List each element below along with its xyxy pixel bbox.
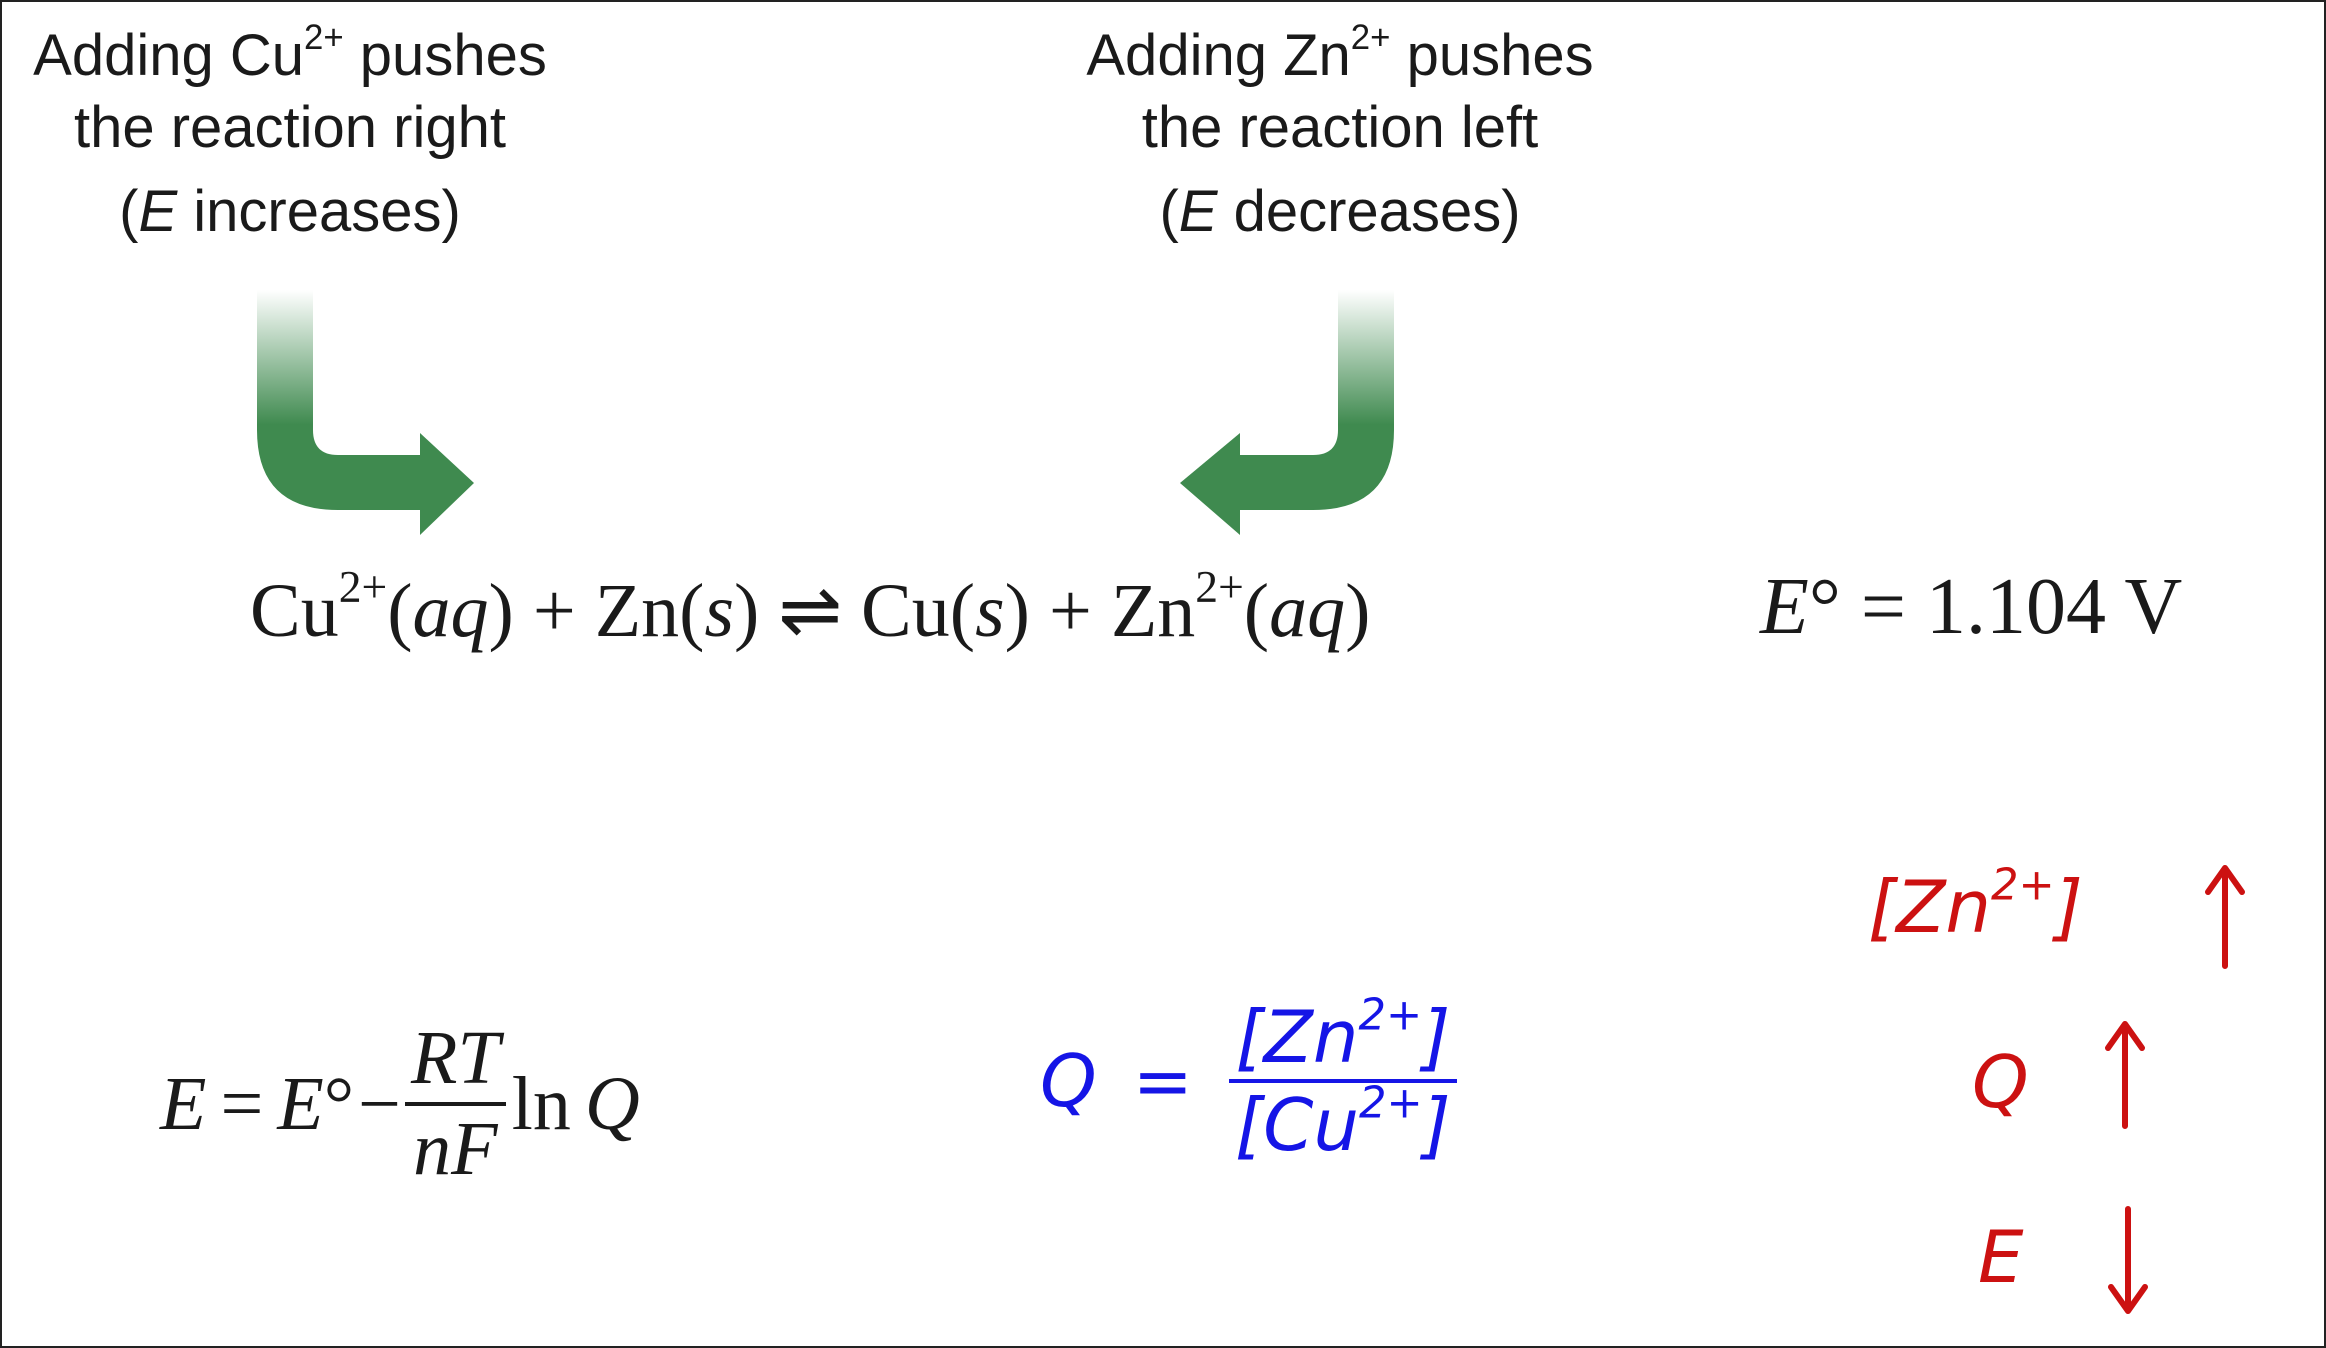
rt-over-nf-fraction: RT nF [405,1015,506,1193]
state-s: s [704,569,735,653]
nernst-equation: E = E° − RT nF ln Q [160,1015,640,1193]
zn-conc: [Zn [1868,865,1992,949]
zn-metal: Zn [594,569,680,653]
equals-sign: = [220,1061,264,1146]
q-denominator: [Cu2+] [1229,1082,1457,1167]
curved-arrow-right-icon [257,290,474,535]
cu-ion: Cu [250,569,339,653]
curved-arrow-left-icon [1180,290,1394,535]
state-aq: aq [412,569,489,653]
left-caption-line2: the reaction right [73,95,507,160]
equals-sign: = [1132,1039,1193,1123]
zn-conc: [Zn [1235,995,1359,1079]
trend-zn-label: [Zn2+] [1868,864,2083,949]
q-variable: Q [584,1061,640,1146]
right-caption-line2: the reaction left [1141,95,1539,160]
minus-sign: − [358,1061,402,1146]
equilibrium-arrow: ⇌ [778,569,843,653]
fraction-denominator: nF [413,1107,498,1191]
right-caption-text2: pushes [1390,23,1594,88]
left-caption-text: Adding Cu [33,23,304,88]
left-caption-line3-rest: increases) [177,179,461,244]
plus-sign: + [532,569,576,653]
q-numerator: [Zn2+] [1229,994,1456,1079]
equals-sign: = [1860,563,1906,651]
left-caption-sup: 2+ [304,17,344,57]
right-caption: Adding Zn2+ pushes the reaction left (E … [1040,20,1640,248]
zn-ion: Zn [1110,569,1196,653]
trend-e-label: E [1978,1215,2024,1299]
e-variable: E [138,179,178,244]
q-variable: Q [1040,1039,1097,1123]
fraction-numerator: RT [411,1016,500,1100]
e-symbol: E [1760,563,1809,651]
down-arrow-icon [2108,1206,2148,1314]
right-caption-line3-rest: decreases) [1217,179,1521,244]
q-fraction-bar [1229,1079,1457,1083]
trend-q-label: Q [1972,1040,2029,1124]
potential-value: 1.104 V [1926,563,2183,651]
degree-sign: ° [1808,563,1841,651]
charge: 2+ [1991,860,2055,911]
standard-potential: E° = 1.104 V [1760,562,2182,653]
degree-sign: ° [323,1061,355,1146]
state-s: s [975,569,1005,653]
reaction-quotient-expression: Q = [Zn2+] [Cu2+] [1040,994,1457,1167]
cu-metal: Cu [861,569,950,653]
charge: 2+ [338,560,388,612]
charge: 2+ [1359,1078,1423,1129]
right-caption-line1: Adding Zn2+ pushes [1086,20,1594,88]
paren: ( [119,179,139,244]
bracket: ] [2054,865,2083,949]
fraction-bar [405,1102,506,1106]
left-caption-text2: pushes [343,23,547,88]
cu-conc: [Cu [1235,1083,1359,1167]
bracket: ] [1422,1083,1451,1167]
e-variable: E [1978,1215,2024,1299]
charge: 2+ [1358,990,1423,1041]
up-arrow-icon [2105,1021,2145,1129]
state-aq: aq [1269,569,1346,653]
q-variable: Q [1972,1040,2029,1124]
e-standard: E [277,1061,324,1146]
q-fraction: [Zn2+] [Cu2+] [1229,994,1457,1167]
ln-function: ln [511,1061,571,1146]
right-caption-line3: (E decreases) [1040,176,1640,248]
left-caption-line3: (E increases) [0,176,580,248]
plus-sign: + [1048,569,1092,653]
bracket: ] [1422,995,1451,1079]
up-arrow-icon [2205,865,2245,969]
left-caption-line1: Adding Cu2+ pushes [33,20,547,88]
left-caption: Adding Cu2+ pushes the reaction right (E… [0,20,580,248]
reaction-equation: Cu2+(aq) + Zn(s) ⇌ Cu(s) + Zn2+(aq) [250,560,1371,653]
e-variable: E [1178,179,1218,244]
right-caption-sup: 2+ [1350,17,1391,57]
e-variable: E [160,1061,207,1146]
charge: 2+ [1195,560,1244,612]
paren: ( [1159,179,1179,244]
right-caption-text: Adding Zn [1086,23,1351,88]
